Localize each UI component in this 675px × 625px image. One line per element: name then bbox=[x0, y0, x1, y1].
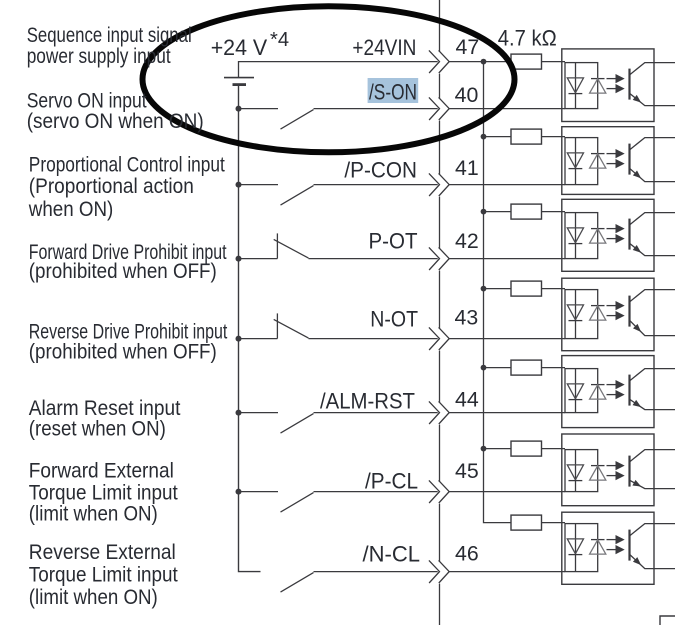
svg-text:Torque Limit input: Torque Limit input bbox=[29, 481, 178, 504]
svg-text:/ALM-RST: /ALM-RST bbox=[320, 388, 415, 413]
svg-text:Torque Limit input: Torque Limit input bbox=[29, 564, 178, 587]
svg-text:Sequence input signal: Sequence input signal bbox=[27, 24, 192, 47]
svg-text:Proportional Control input: Proportional Control input bbox=[29, 154, 225, 177]
svg-text:40: 40 bbox=[455, 83, 479, 107]
svg-text:Forward External: Forward External bbox=[29, 460, 174, 483]
svg-text:(limit when ON): (limit when ON) bbox=[29, 503, 158, 526]
svg-text:Forward Drive Prohibit input: Forward Drive Prohibit input bbox=[29, 241, 227, 264]
svg-text:(limit when ON): (limit when ON) bbox=[29, 586, 158, 609]
svg-text:42: 42 bbox=[455, 229, 479, 253]
svg-text:/P-CL: /P-CL bbox=[365, 469, 418, 494]
svg-text:43: 43 bbox=[455, 306, 479, 330]
svg-text:Reverse Drive Prohibit input: Reverse Drive Prohibit input bbox=[29, 321, 228, 344]
svg-text:P-OT: P-OT bbox=[369, 229, 418, 254]
svg-text:*4: *4 bbox=[270, 29, 289, 51]
svg-text:Servo ON input: Servo ON input bbox=[27, 90, 147, 113]
svg-text:45: 45 bbox=[455, 459, 479, 483]
svg-text:Alarm Reset input: Alarm Reset input bbox=[29, 397, 181, 420]
svg-text:(prohibited when OFF): (prohibited when OFF) bbox=[29, 341, 217, 364]
svg-text:+24 V: +24 V bbox=[211, 35, 268, 60]
svg-text:/N-CL: /N-CL bbox=[363, 542, 421, 567]
svg-text:4.7 kΩ: 4.7 kΩ bbox=[498, 26, 557, 51]
svg-text:power supply input: power supply input bbox=[27, 45, 171, 68]
svg-text:N-OT: N-OT bbox=[370, 307, 418, 332]
svg-text:47: 47 bbox=[456, 35, 480, 59]
svg-text:(reset when ON): (reset when ON) bbox=[29, 417, 166, 440]
svg-text:46: 46 bbox=[455, 542, 479, 566]
svg-text:44: 44 bbox=[455, 388, 479, 412]
svg-text:41: 41 bbox=[455, 156, 479, 180]
svg-text:/S-ON: /S-ON bbox=[369, 79, 417, 104]
svg-text:(Proportional action: (Proportional action bbox=[29, 175, 194, 198]
svg-text:when ON): when ON) bbox=[28, 198, 113, 221]
svg-text:/P-CON: /P-CON bbox=[344, 157, 417, 182]
svg-text:(servo ON when ON): (servo ON when ON) bbox=[27, 110, 204, 133]
svg-text:Reverse External: Reverse External bbox=[29, 541, 176, 564]
svg-text:+24VIN: +24VIN bbox=[352, 35, 416, 60]
svg-text:(prohibited when OFF): (prohibited when OFF) bbox=[29, 260, 217, 283]
